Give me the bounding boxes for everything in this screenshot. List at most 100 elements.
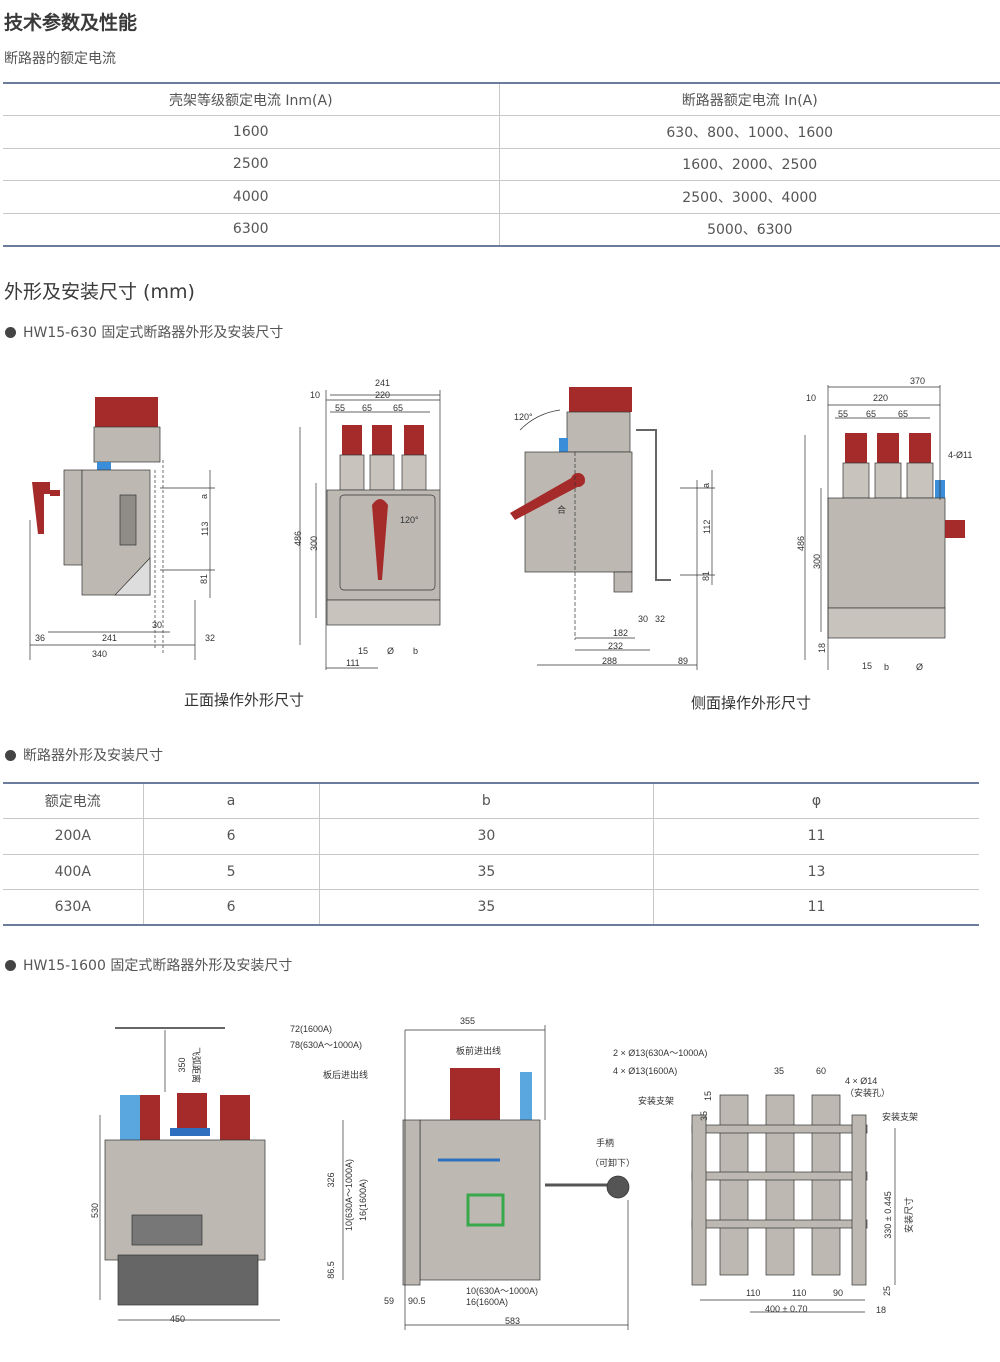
dimension-label: 486: [293, 531, 303, 546]
dimension-label: 4 × Ø14: [845, 1076, 877, 1086]
bullet-hw15-630: HW15-630 固定式断路器外形及安装尺寸: [5, 322, 283, 342]
subtitle: 断路器的额定电流: [4, 51, 116, 67]
dimension-label: 120°: [514, 412, 533, 422]
table-cell: 630、800、1000、1600: [499, 115, 1000, 149]
dimension-label: 110: [792, 1288, 806, 1298]
dimension-label: 10(630A～1000A): [466, 1286, 538, 1296]
dimension-label: 110: [746, 1288, 760, 1298]
dimension-label: 15: [358, 646, 368, 656]
table-cell: HW15-630 固定式断路器外形及安装尺寸: [23, 325, 284, 341]
dimension-label: 32: [655, 614, 665, 624]
hw15-630-drawings: a 113 81 30 36 241 32 340 241 220 10 55 …: [29, 376, 972, 672]
dimension-label: 81: [199, 574, 209, 584]
table-cell: a: [143, 782, 320, 819]
table-cell: 额定电流: [3, 782, 144, 819]
dimension-label: 355: [460, 1016, 475, 1026]
header-rated-current: 断路器额定电流 In(A): [499, 82, 1000, 117]
table-cell: b: [319, 782, 655, 819]
bullet-icon: [5, 749, 16, 761]
table-cell: 400A: [3, 854, 144, 890]
dimension-label: 350: [177, 1057, 187, 1072]
dimension-label: 86.5: [326, 1261, 336, 1279]
dimension-label: 65: [393, 403, 403, 413]
dimension-label: b: [884, 662, 889, 672]
section-title: 外形及安装尺寸 (mm): [4, 281, 195, 303]
dimension-label: 10: [806, 393, 816, 403]
dimension-label: 10: [310, 390, 320, 400]
dimension-label: 78(630A～1000A): [290, 1040, 362, 1050]
table-cell: 30: [319, 818, 655, 855]
dimension-label: 18: [817, 643, 827, 653]
dimension-label: 583: [505, 1316, 520, 1326]
table-cell: 5: [143, 854, 320, 890]
dimension-label: 65: [866, 409, 876, 419]
table-cell: 6: [143, 818, 320, 855]
dimension-label: 25: [882, 1286, 892, 1296]
dimension-label: 450: [170, 1314, 185, 1324]
table-cell: 200A: [3, 818, 144, 855]
dimension-label: 飞弧距离: [191, 1047, 202, 1083]
table-cell: 6300: [3, 213, 500, 247]
dimension-label: 4-Ø11: [948, 450, 972, 460]
dimension-label: 89: [678, 656, 688, 666]
dimension-label: 4 × Ø13(1600A): [613, 1066, 677, 1076]
dimension-label: 16(1600A): [466, 1297, 508, 1307]
caption-front-operation: 正面操作外形尺寸: [184, 691, 305, 709]
table-cell: 630A: [3, 889, 144, 926]
dimension-label: 安装尺寸: [903, 1197, 914, 1233]
table-cell: 断路器外形及安装尺寸: [23, 748, 163, 764]
table-cell: 35: [319, 854, 655, 890]
table-cell: 13: [653, 854, 979, 890]
dimension-label: 241: [102, 633, 117, 643]
dimension-label: （可卸下）: [590, 1157, 635, 1168]
hw15-1600-drawings: 350 飞弧距离 530 450 72(1600A) 78(630A～1000A…: [90, 1016, 918, 1330]
dimension-label: 113: [200, 522, 210, 536]
dimension-label: 288: [602, 656, 617, 666]
dimension-label: 2 × Ø13(630A～1000A): [613, 1048, 707, 1058]
dimension-label: 120°: [400, 515, 419, 525]
dimension-label: 55: [838, 409, 848, 419]
dimension-label: 32: [205, 633, 215, 643]
dimension-label: 30: [638, 614, 648, 624]
dimension-label: 90: [833, 1288, 843, 1298]
table-cell: 4000: [3, 180, 500, 214]
dimension-label: 241: [375, 378, 390, 388]
bullet-icon: [5, 326, 16, 338]
bullet-hw15-1600: HW15-1600 固定式断路器外形及安装尺寸: [5, 955, 292, 975]
dimension-label: 合: [557, 504, 566, 515]
dimension-label: 55: [335, 403, 345, 413]
table-cell: 5000、6300: [499, 213, 1000, 247]
dimension-label: 330 ± 0.445: [883, 1191, 893, 1238]
dimension-label: 30: [152, 620, 162, 630]
dimension-label: 65: [362, 403, 372, 413]
table-cell: 2500: [3, 148, 500, 182]
dimension-label: （安装孔）: [845, 1087, 890, 1098]
dimension-label: 72(1600A): [290, 1024, 332, 1034]
dimension-label: 15: [703, 1091, 713, 1101]
table-cell: 1600、2000、2500: [499, 148, 1000, 182]
dimension-label: Ø: [387, 646, 394, 656]
dimension-label: 65: [898, 409, 908, 419]
table-cell: 1600: [3, 115, 500, 149]
table-cell: 6: [143, 889, 320, 926]
dimension-label: 326: [326, 1172, 336, 1187]
dimension-label: 300: [812, 554, 822, 569]
dimension-label: 35: [699, 1111, 709, 1121]
dimension-label: 60: [816, 1066, 826, 1076]
dimension-label: 81: [701, 571, 711, 581]
bullet-icon: [5, 959, 16, 971]
dimension-label: 安装支架: [638, 1095, 674, 1106]
dimension-label: 15: [862, 661, 872, 671]
table-cell: φ: [653, 782, 979, 819]
dimension-label: 36: [35, 633, 45, 643]
table-cell: 35: [319, 889, 655, 926]
dimension-label: 59: [384, 1296, 394, 1306]
dimension-label: 220: [375, 390, 390, 400]
